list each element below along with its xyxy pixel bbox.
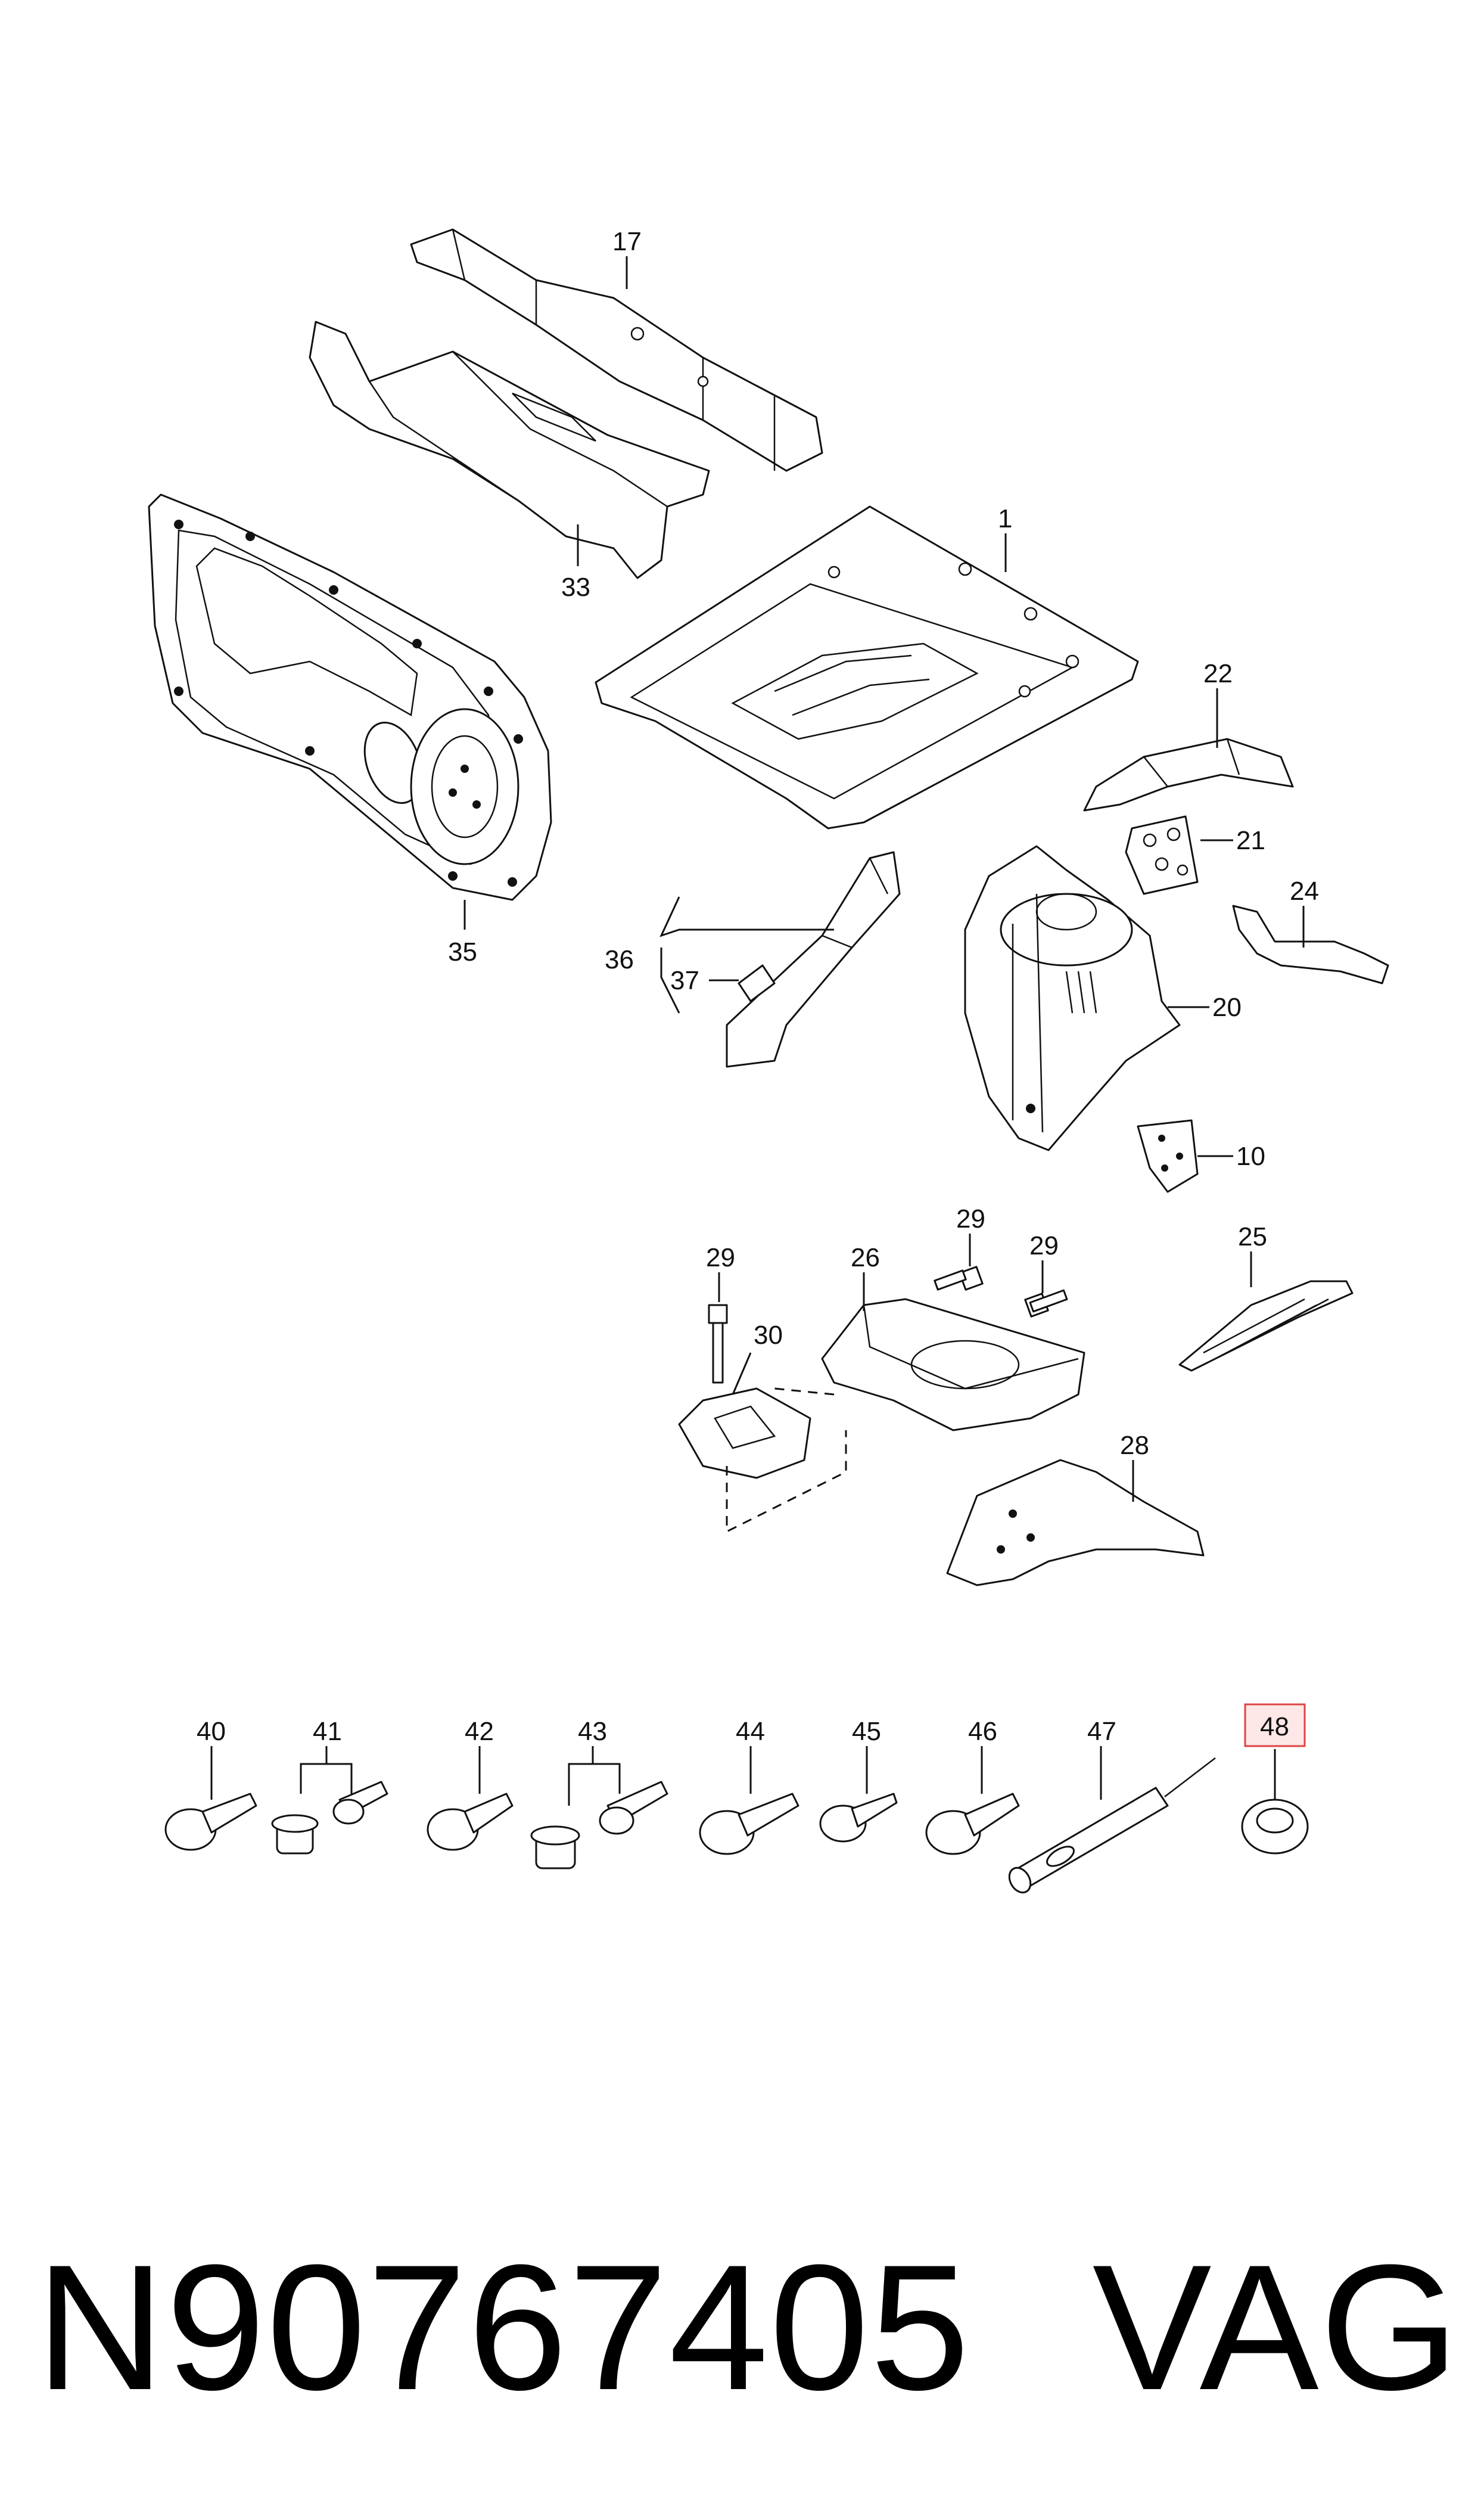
callout-10[interactable]: 10 (1197, 1142, 1265, 1171)
part-47-tool (1008, 1757, 1216, 1894)
callout-33[interactable]: 33 (561, 524, 590, 602)
callout-37[interactable]: 37 (670, 966, 739, 995)
callout-29-b[interactable]: 29 (956, 1204, 985, 1266)
part-48-nut (1241, 1799, 1309, 1855)
dashed-guide-30 (726, 1430, 847, 1533)
callout-28-label: 28 (1120, 1431, 1149, 1460)
part-26-tray (821, 1298, 1085, 1431)
part-29-bolt-c (1024, 1289, 1068, 1318)
callout-42[interactable]: 42 (465, 1717, 494, 1794)
callout-37-label: 37 (670, 966, 699, 995)
part-20-wheel-housing (964, 845, 1181, 1151)
part-29-bolt-a (708, 1304, 728, 1384)
part-29-bolt-b (934, 1266, 984, 1291)
part-10-bracket (1137, 1119, 1199, 1193)
part-28-bracket (946, 1459, 1205, 1586)
brand-text: VAG (1092, 2227, 1460, 2427)
callout-42-label: 42 (465, 1717, 494, 1746)
callout-1-label: 1 (998, 504, 1012, 533)
part-17-rail (410, 228, 823, 472)
callout-43[interactable]: 43 (568, 1717, 621, 1806)
callout-44[interactable]: 44 (736, 1717, 765, 1794)
callout-22[interactable]: 22 (1203, 659, 1233, 748)
callout-33-label: 33 (561, 573, 590, 602)
callout-30[interactable]: 30 (732, 1321, 783, 1395)
callout-29-a[interactable]: 29 (706, 1243, 735, 1302)
callout-47[interactable]: 47 (1087, 1717, 1116, 1800)
part-1-floor-pan (595, 505, 1139, 830)
callout-40[interactable]: 40 (197, 1717, 226, 1800)
part-35-bulkhead-panel (148, 493, 552, 901)
callout-45[interactable]: 45 (852, 1717, 881, 1794)
part-42-screw (427, 1793, 514, 1851)
part-30-mount (678, 1387, 811, 1479)
callout-29-b-label: 29 (956, 1204, 985, 1234)
callout-45-label: 45 (852, 1717, 881, 1746)
part-40-screw (164, 1793, 257, 1851)
callout-29-c[interactable]: 29 (1029, 1231, 1059, 1293)
part-45-screw (819, 1793, 898, 1843)
callout-36-label: 36 (605, 945, 634, 974)
callout-36[interactable]: 36 (605, 896, 834, 1014)
part-46-screw (925, 1793, 1020, 1855)
callout-41-label: 41 (313, 1717, 342, 1746)
callout-17-label: 17 (612, 227, 642, 256)
callout-26[interactable]: 26 (851, 1243, 880, 1311)
callout-10-label: 10 (1236, 1142, 1265, 1171)
callout-28[interactable]: 28 (1120, 1431, 1149, 1502)
callout-41[interactable]: 41 (300, 1717, 353, 1794)
callout-48[interactable]: 48 (1244, 1703, 1306, 1800)
callout-25[interactable]: 25 (1238, 1222, 1267, 1287)
callout-46-label: 46 (968, 1717, 997, 1746)
callout-40-label: 40 (197, 1717, 226, 1746)
callout-47-label: 47 (1087, 1717, 1116, 1746)
callout-21-label: 21 (1236, 826, 1265, 855)
dashed-guide-26 (774, 1387, 835, 1396)
part-21-plate (1125, 815, 1199, 895)
callout-1[interactable]: 1 (998, 504, 1012, 572)
callout-26-label: 26 (851, 1243, 880, 1272)
callout-46[interactable]: 46 (968, 1717, 997, 1794)
callout-24-label: 24 (1290, 877, 1319, 906)
callout-20[interactable]: 20 (1168, 993, 1242, 1022)
callout-21[interactable]: 21 (1200, 826, 1265, 855)
callout-25-label: 25 (1238, 1222, 1267, 1251)
callout-29-c-label: 29 (1029, 1231, 1059, 1260)
callout-43-label: 43 (578, 1717, 607, 1746)
part-44-screw (699, 1793, 799, 1855)
callout-30-label: 30 (754, 1321, 783, 1350)
part-24-bracket (1232, 905, 1389, 984)
part-33-cross-member (309, 321, 710, 579)
callout-17[interactable]: 17 (612, 227, 642, 289)
callout-35[interactable]: 35 (448, 900, 477, 967)
callout-44-label: 44 (736, 1717, 765, 1746)
part-37-clip (738, 964, 776, 1002)
callout-24[interactable]: 24 (1290, 877, 1319, 948)
part-43-bolt-set (530, 1781, 668, 1869)
part-36-support (726, 851, 901, 1068)
part-22-bracket (1083, 738, 1294, 812)
callout-48-label: 48 (1260, 1712, 1289, 1741)
callout-29-a-label: 29 (706, 1243, 735, 1272)
callout-35-label: 35 (448, 937, 477, 967)
part-41-bolt-set (271, 1781, 388, 1855)
part-25-grille (1178, 1280, 1354, 1372)
part-number-text: N90767405 (36, 2227, 971, 2427)
callout-22-label: 22 (1203, 659, 1233, 688)
callout-48-highlight-box (1244, 1703, 1306, 1747)
callout-20-label: 20 (1212, 993, 1242, 1022)
